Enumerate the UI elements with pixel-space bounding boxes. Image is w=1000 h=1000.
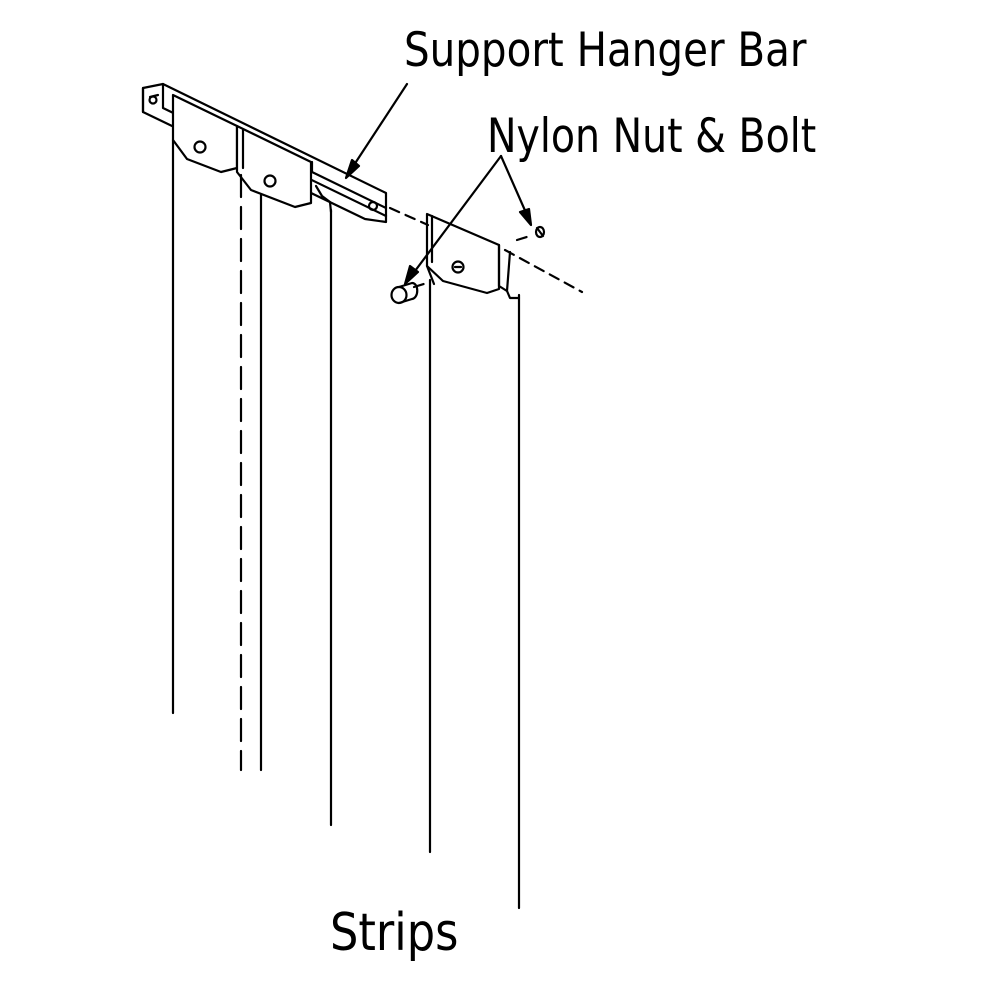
nylon-bolt [390,281,419,305]
support-hanger-bar-label: Support Hanger Bar [404,23,807,78]
bracket-hole [451,260,465,274]
strip-2-hole [263,174,277,188]
strips-label: Strips [330,903,459,963]
strips [171,138,521,910]
bar-hole-left [148,95,158,105]
strip-1-hole [193,140,207,154]
support-hanger-bar-arrow [344,82,409,180]
nylon-nut [534,225,546,239]
nylon-nut-bolt-label: Nylon Nut & Bolt [487,109,817,164]
nylon-nut-bolt-arrows [403,154,533,286]
detached-strip-bracket [425,212,521,300]
strip-3-hanger [314,184,333,214]
strip-2-hanger [235,124,313,209]
